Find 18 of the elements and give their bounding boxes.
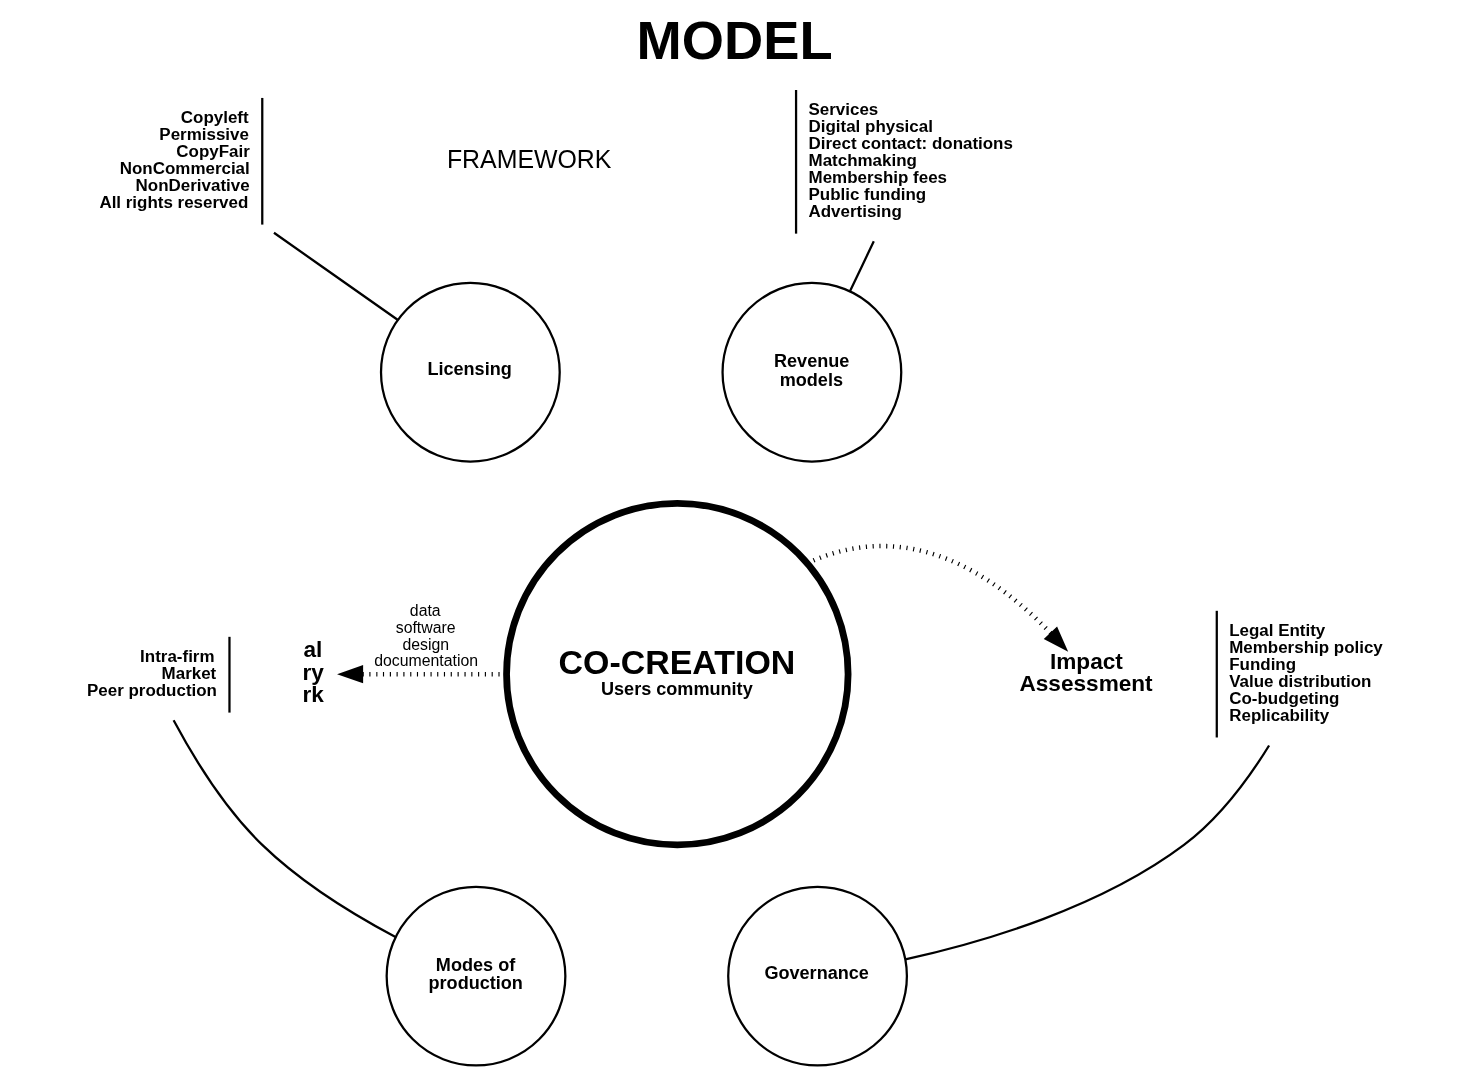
node-text: Intra-firm Market Peer production	[86, 646, 217, 700]
node-text: al ry rk	[301, 637, 324, 708]
node-circle: Revenue models	[720, 281, 902, 463]
node-text: Copyleft Permissive CopyFair NonCommercial NonDerivative All rights reserved	[98, 107, 250, 212]
node-text: Impact Assessment	[1018, 648, 1153, 697]
connector	[272, 231, 398, 321]
node-circle: CO-CREATION Users community	[502, 500, 851, 849]
connector	[848, 240, 875, 292]
node-circle: Modes of production	[385, 885, 566, 1067]
node-circle: Licensing	[379, 281, 561, 463]
label: FRAMEWORK	[446, 144, 611, 173]
connector	[904, 744, 1270, 961]
connector	[172, 719, 396, 939]
edge-label: data software design documentation	[373, 601, 478, 670]
node-circle: Governance	[726, 885, 908, 1067]
diagram-title: MODEL	[636, 10, 833, 72]
node-text: Legal Entity Membership policy Funding Value distribution Co-budgeting Replicability	[1228, 620, 1383, 725]
node-text: Services Digital physical Direct contact: donations Matchmaking Membership fees Public funding Advertising	[808, 99, 1013, 221]
